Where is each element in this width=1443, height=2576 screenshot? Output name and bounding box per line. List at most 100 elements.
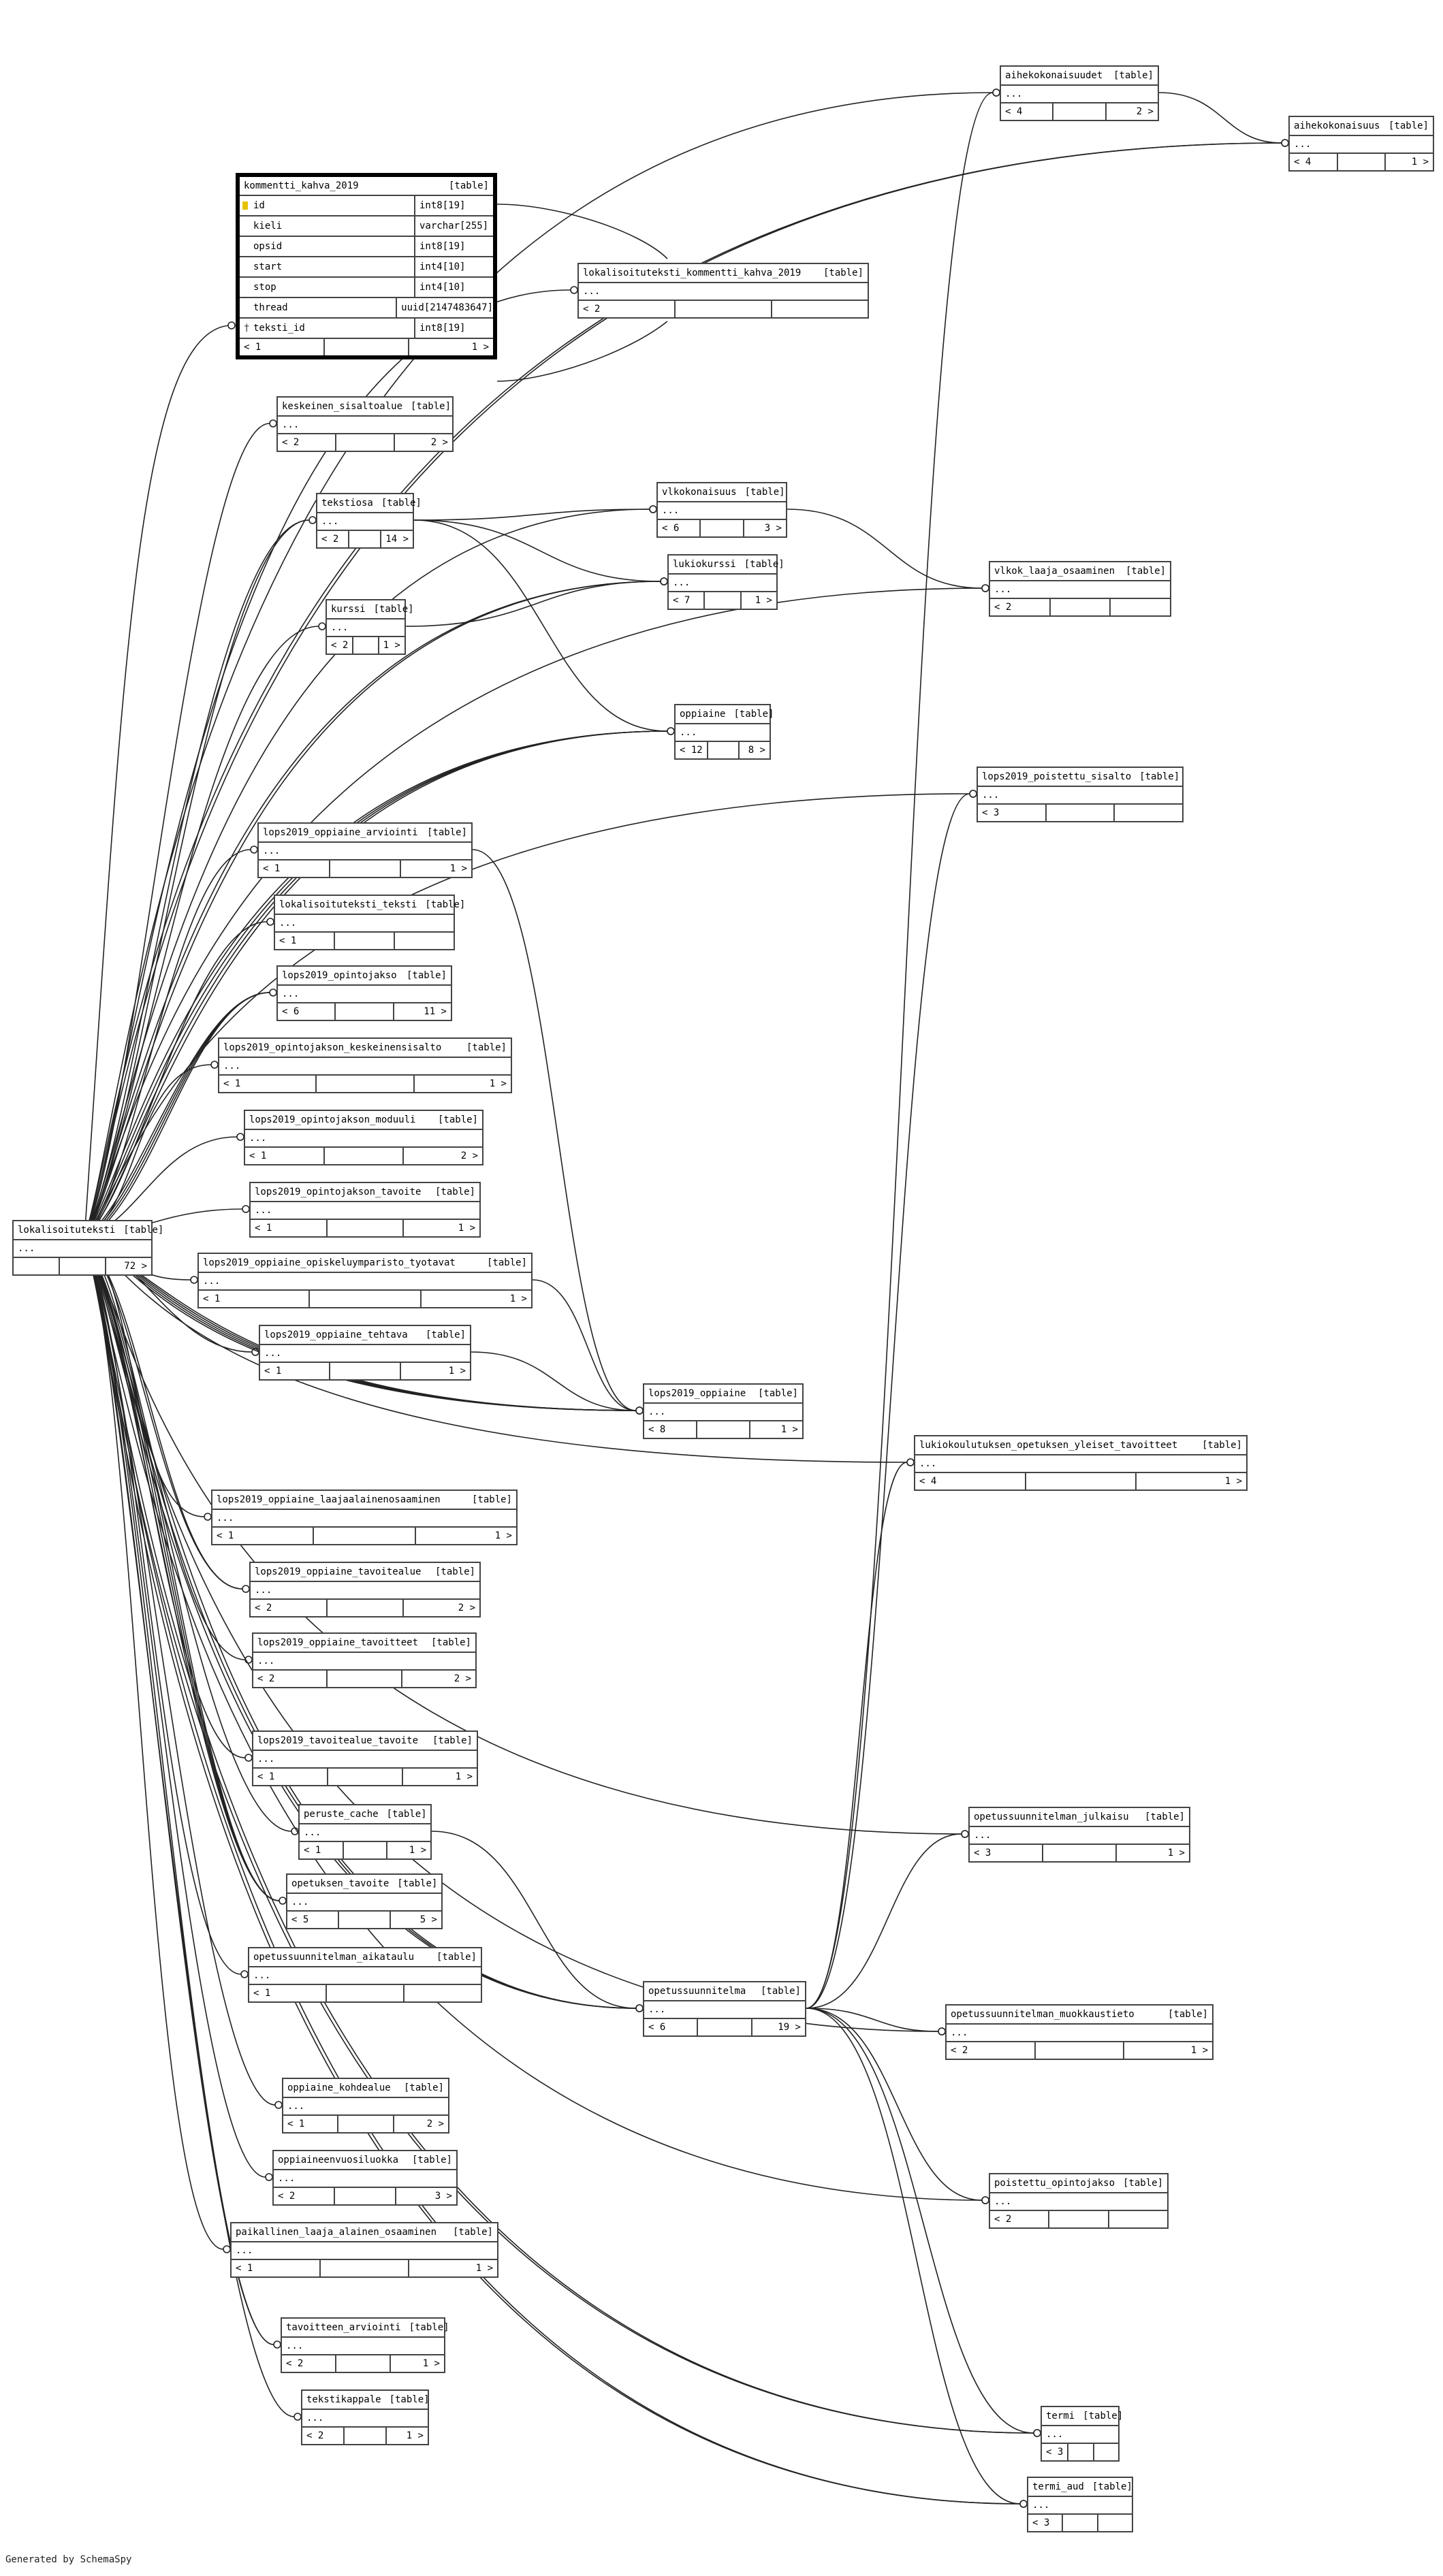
child-count[interactable] — [1098, 2515, 1132, 2531]
table-lops2019-opintojakson-tavoite[interactable]: lops2019_opintojakson_tavoite[table]...<… — [249, 1182, 481, 1238]
table-lops2019-oppiaine-laajaalainenosaaminen[interactable]: lops2019_oppiaine_laajaalainenosaaminen[… — [211, 1490, 518, 1545]
parent-count[interactable]: < 2 — [947, 2042, 1036, 2059]
parent-count[interactable]: < 1 — [260, 1363, 331, 1379]
child-count[interactable]: 1 > — [448, 1366, 466, 1376]
parent-count[interactable]: < 3 — [1042, 2444, 1069, 2460]
child-count[interactable]: 72 > — [124, 1261, 147, 1272]
child-count[interactable]: 1 > — [1190, 2045, 1209, 2056]
table-lops2019-poistettu-sisalto[interactable]: lops2019_poistettu_sisalto[table]...< 3 — [977, 767, 1184, 822]
parent-count[interactable]: < 2 — [251, 1600, 328, 1616]
parent-count[interactable]: < 3 — [1028, 2515, 1064, 2531]
parent-count[interactable]: < 6 — [278, 1003, 336, 1020]
table-lops2019-tavoitealue-tavoite[interactable]: lops2019_tavoitealue_tavoite[table]...< … — [252, 1730, 478, 1786]
parent-count[interactable]: < 2 — [274, 2188, 335, 2204]
child-count[interactable]: 19 > — [778, 2022, 801, 2033]
table-poistettu-opintojakso[interactable]: poistettu_opintojakso[table]...< 2 — [989, 2173, 1169, 2229]
child-count[interactable]: 3 > — [764, 523, 782, 534]
parent-count[interactable]: < 2 — [278, 434, 336, 451]
child-count[interactable] — [395, 933, 454, 949]
parent-count[interactable]: < 3 — [978, 805, 1047, 821]
parent-count[interactable]: < 2 — [990, 599, 1051, 615]
parent-count[interactable]: < 1 — [251, 1220, 328, 1236]
table-lops2019-oppiaine-arviointi[interactable]: lops2019_oppiaine_arviointi[table]...< 1… — [257, 822, 473, 878]
child-count[interactable]: 8 > — [748, 745, 765, 756]
child-count[interactable] — [405, 1985, 481, 2001]
child-count[interactable]: 1 > — [1167, 1848, 1185, 1858]
table-termi-aud[interactable]: termi_aud[table]...< 3 — [1027, 2477, 1133, 2532]
parent-count[interactable] — [14, 1258, 60, 1274]
child-count[interactable]: 1 > — [1224, 1476, 1243, 1487]
child-count[interactable]: 11 > — [424, 1006, 447, 1017]
parent-count[interactable]: < 2 — [253, 1671, 328, 1687]
child-count[interactable]: 1 > — [449, 863, 468, 874]
child-count[interactable]: 1 > — [383, 640, 400, 651]
child-count[interactable]: 1 > — [489, 1078, 507, 1089]
parent-count[interactable]: < 1 — [275, 933, 335, 949]
parent-count[interactable]: < 4 — [1001, 103, 1054, 120]
child-count[interactable]: 1 > — [422, 2358, 440, 2369]
child-count[interactable] — [1115, 805, 1182, 821]
child-count[interactable]: 1 > — [780, 1424, 798, 1435]
parent-count[interactable]: < 4 — [915, 1473, 1026, 1490]
child-count[interactable]: 1 > — [409, 1845, 427, 1856]
table-lops2019-oppiaine-opiskeluymparisto-tyotavat[interactable]: lops2019_oppiaine_opiskeluymparisto_tyot… — [197, 1253, 533, 1308]
child-count[interactable]: 1 > — [455, 1771, 473, 1782]
child-count[interactable]: 2 > — [460, 1150, 479, 1161]
parent-count[interactable]: < 2 — [317, 531, 350, 547]
child-count[interactable]: 1 > — [509, 1293, 527, 1304]
table-lops2019-oppiaine-tavoitteet[interactable]: lops2019_oppiaine_tavoitteet[table]...< … — [252, 1632, 477, 1688]
parent-count[interactable]: < 2 — [282, 2355, 336, 2372]
table-lokalisoituteksti[interactable]: lokalisoituteksti[table]...72 > — [12, 1220, 163, 1276]
table-lokalisoituteksti-kommentti-kahva-2019[interactable]: lokalisoituteksti_kommentti_kahva_2019[t… — [577, 263, 869, 319]
parent-count[interactable]: < 6 — [644, 2019, 699, 2035]
child-count[interactable]: 2 > — [1136, 106, 1154, 117]
parent-count[interactable]: < 1 — [300, 1842, 344, 1858]
child-count[interactable]: 3 > — [434, 2191, 452, 2202]
child-count[interactable]: 1 > — [494, 1530, 512, 1541]
table-lops2019-opintojakson-keskeinensisalto[interactable]: lops2019_opintojakson_keskeinensisalto[t… — [218, 1037, 512, 1093]
parent-count[interactable]: < 2 — [579, 301, 676, 317]
parent-count[interactable]: < 2 — [327, 637, 354, 654]
parent-count[interactable]: < 1 — [245, 1148, 325, 1164]
parent-count[interactable]: < 2 — [302, 2428, 345, 2444]
child-count[interactable]: 2 > — [454, 1673, 471, 1684]
child-count[interactable]: 1 > — [1411, 157, 1429, 167]
parent-count[interactable]: < 1 — [232, 2260, 321, 2276]
parent-count[interactable]: < 2 — [990, 2211, 1050, 2227]
child-count[interactable]: 1 > — [755, 595, 772, 606]
child-count[interactable]: 2 > — [458, 1603, 476, 1613]
table-opetussuunnitelman-julkaisu[interactable]: opetussuunnitelman_julkaisu[table]...< 3… — [968, 1807, 1190, 1863]
parent-count[interactable]: < 1 — [249, 1985, 327, 2001]
parent-count[interactable]: < 1 — [253, 1769, 328, 1785]
parent-count[interactable]: < 1 — [259, 860, 330, 877]
table-vlkok-laaja-osaaminen[interactable]: vlkok_laaja_osaaminen[table]...< 2 — [989, 561, 1171, 617]
parent-count[interactable]: < 1 — [283, 2116, 339, 2132]
child-count[interactable] — [1094, 2444, 1118, 2460]
child-count[interactable] — [1111, 599, 1170, 615]
child-count[interactable]: 2 > — [426, 2119, 444, 2129]
child-count[interactable]: 1 > — [475, 2263, 494, 2274]
parent-count[interactable]: < 5 — [287, 1912, 339, 1928]
child-count[interactable] — [1109, 2211, 1167, 2227]
table-termi[interactable]: termi[table]...< 3 — [1041, 2406, 1123, 2462]
